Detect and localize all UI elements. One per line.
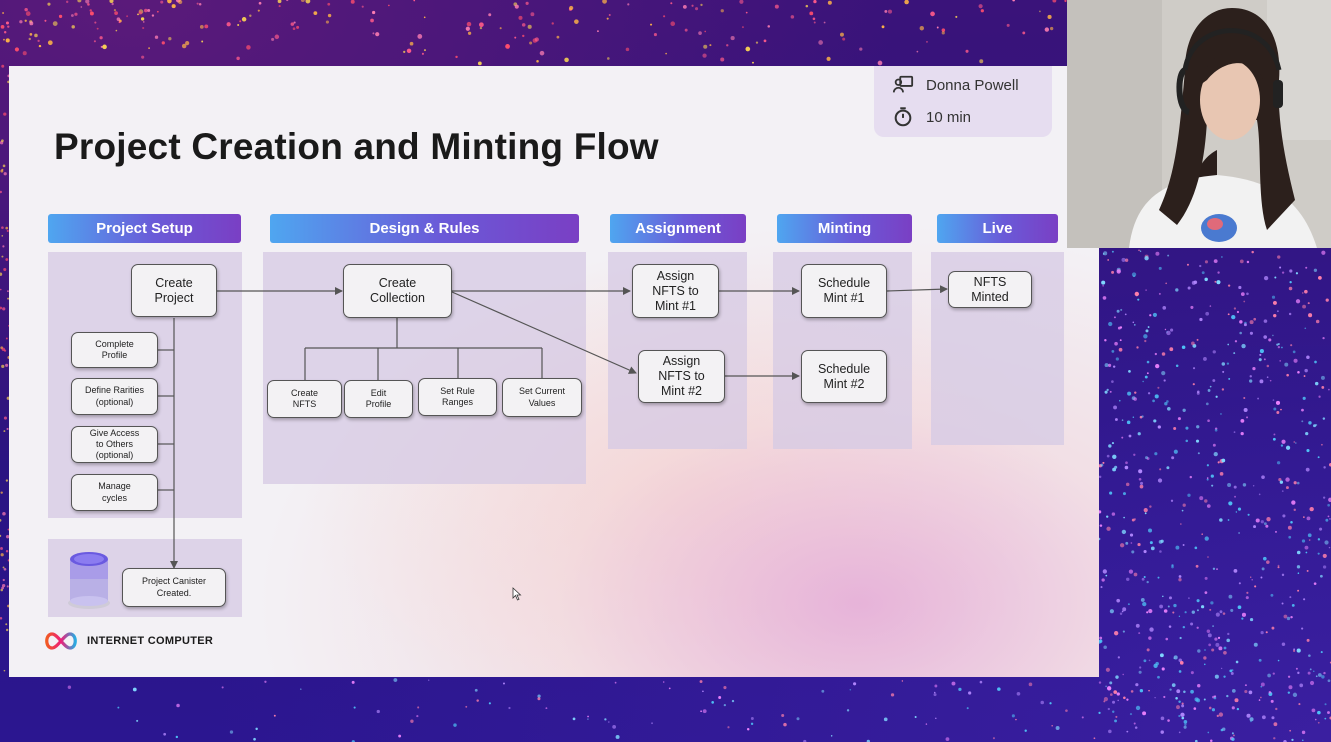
node-give-access: Give Access to Others (optional) (71, 426, 158, 463)
phase-design-rules: Design & Rules (270, 214, 579, 243)
slide-title: Project Creation and Minting Flow (54, 126, 659, 167)
speaker-row: Donna Powell (892, 74, 1019, 96)
node-create-project: Create Project (131, 264, 217, 317)
duration-label: 10 min (926, 108, 972, 126)
node-schedule-mint-1: Schedule Mint #1 (801, 264, 887, 318)
presentation-slide: Project Creation and Minting Flow Donna … (9, 66, 1099, 677)
phase-assignment: Assignment (610, 214, 746, 243)
speaker-card: Donna Powell 10 min (874, 66, 1052, 137)
timer-icon (894, 107, 912, 127)
phase-minting: Minting (777, 214, 912, 243)
phase-live: Live (937, 214, 1058, 243)
node-assign-mint-1: Assign NFTS to Mint #1 (632, 264, 719, 318)
node-edit-profile: Edit Profile (344, 380, 413, 418)
arrow-schedule1-to-minted (886, 285, 948, 294)
presenter-webcam (1067, 0, 1331, 248)
infinity-logo-icon (45, 632, 77, 650)
node-nfts-minted: NFTS Minted (948, 271, 1032, 308)
presenter-video-frame (1067, 0, 1331, 248)
arrow-collection-to-assign2 (451, 291, 637, 374)
flow-connectors (158, 285, 948, 569)
internet-computer-logo: INTERNET COMPUTER (42, 631, 213, 651)
node-create-nfts: Create NFTS (267, 380, 342, 418)
node-define-rarities: Define Rarities (optional) (71, 378, 158, 415)
speaker-name: Donna Powell (926, 76, 1019, 94)
duration-row: 10 min (892, 106, 971, 128)
node-assign-mint-2: Assign NFTS to Mint #2 (638, 350, 725, 403)
logo-text: INTERNET COMPUTER (87, 635, 214, 647)
phase-project-setup: Project Setup (48, 214, 241, 243)
node-schedule-mint-2: Schedule Mint #2 (801, 350, 887, 403)
node-manage-cycles: Manage cycles (71, 474, 158, 511)
node-create-collection: Create Collection (343, 264, 452, 318)
node-complete-profile: Complete Profile (71, 332, 158, 368)
node-set-current-values: Set Current Values (502, 378, 582, 417)
presenter-icon (892, 75, 914, 93)
node-project-canister: Project Canister Created. (122, 568, 226, 607)
canister-icon (68, 552, 110, 609)
cursor-icon (512, 587, 522, 601)
node-set-rule-ranges: Set Rule Ranges (418, 378, 497, 416)
